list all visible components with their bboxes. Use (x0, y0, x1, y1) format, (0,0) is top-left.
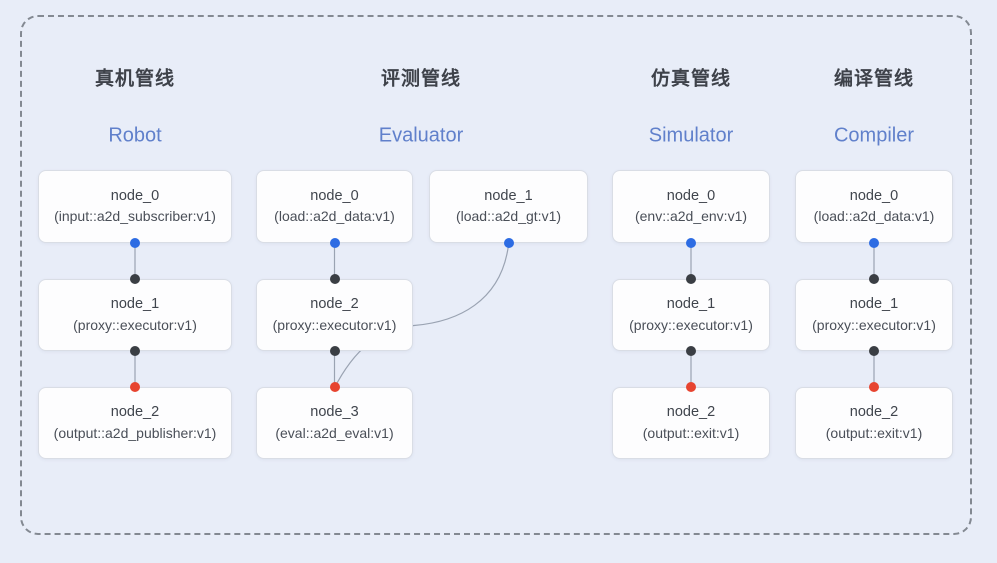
node-label: node_1 (849, 296, 899, 313)
node-detail: (output::a2d_publisher:v1) (53, 424, 217, 441)
node-label: node_3 (310, 404, 359, 421)
pipeline-title-en-simulator: Simulator (648, 124, 734, 147)
dashed-frame (20, 15, 972, 535)
node-label: node_0 (666, 187, 716, 204)
node-label: node_0 (310, 187, 359, 204)
port-blue-icon (869, 238, 879, 248)
port-black-icon (869, 274, 879, 284)
node-detail: (input::a2d_subscriber:v1) (54, 208, 216, 225)
pipeline-title-zh-simulator: 仿真管线 (650, 68, 732, 90)
node-box-evaluator-node_2: node_2(proxy::executor:v1) (256, 279, 413, 351)
port-black-icon (329, 274, 340, 284)
node-detail: (load::a2d_data:v1) (813, 208, 935, 225)
port-black-icon (686, 346, 696, 356)
node-box-simulator-node_1: node_1(proxy::executor:v1) (612, 279, 770, 351)
port-red-icon (130, 382, 140, 392)
port-black-icon (130, 274, 140, 284)
pipeline-title-zh-compiler: 编译管线 (833, 68, 915, 90)
pipeline-title-zh-robot: 真机管线 (94, 68, 176, 90)
node-label: node_1 (110, 296, 160, 313)
node-label: node_2 (310, 296, 359, 313)
node-box-compiler-node_1: node_1(proxy::executor:v1) (795, 279, 953, 351)
node-detail: (load::a2d_gt:v1) (455, 208, 562, 225)
node-box-simulator-node_0: node_0(env::a2d_env:v1) (612, 170, 770, 243)
node-box-evaluator-node_1: node_1(load::a2d_gt:v1) (429, 170, 588, 243)
node-box-evaluator-node_0: node_0(load::a2d_data:v1) (256, 170, 413, 243)
node-box-simulator-node_2: node_2(output::exit:v1) (612, 387, 770, 459)
node-label: node_2 (110, 404, 160, 421)
node-detail: (output::exit:v1) (642, 424, 740, 441)
node-detail: (eval::a2d_eval:v1) (275, 424, 394, 441)
port-red-icon (686, 382, 696, 392)
node-detail: (proxy::executor:v1) (629, 316, 753, 333)
port-blue-icon (503, 238, 514, 248)
node-box-compiler-node_2: node_2(output::exit:v1) (795, 387, 953, 459)
port-blue-icon (130, 238, 140, 248)
pipeline-title-en-robot: Robot (108, 124, 162, 147)
port-blue-icon (329, 238, 340, 248)
node-label: node_2 (849, 404, 899, 421)
node-label: node_0 (849, 187, 899, 204)
port-black-icon (869, 346, 879, 356)
port-red-icon (329, 382, 340, 392)
node-detail: (env::a2d_env:v1) (634, 208, 748, 225)
pipeline-title-en-compiler: Compiler (833, 124, 915, 147)
node-detail: (proxy::executor:v1) (73, 316, 197, 333)
port-black-icon (686, 274, 696, 284)
pipeline-title-zh-evaluator: 评测管线 (380, 68, 462, 90)
node-box-robot-node_0: node_0(input::a2d_subscriber:v1) (38, 170, 232, 243)
node-detail: (output::exit:v1) (825, 424, 923, 441)
port-blue-icon (686, 238, 696, 248)
pipeline-title-en-evaluator: Evaluator (378, 124, 464, 147)
node-detail: (proxy::executor:v1) (812, 316, 936, 333)
node-label: node_1 (484, 187, 533, 204)
node-detail: (proxy::executor:v1) (272, 316, 397, 333)
node-box-evaluator-node_3: node_3(eval::a2d_eval:v1) (256, 387, 413, 459)
node-box-compiler-node_0: node_0(load::a2d_data:v1) (795, 170, 953, 243)
node-label: node_1 (666, 296, 716, 313)
node-label: node_0 (110, 187, 160, 204)
port-black-icon (130, 346, 140, 356)
node-detail: (load::a2d_data:v1) (274, 208, 395, 225)
node-box-robot-node_1: node_1(proxy::executor:v1) (38, 279, 232, 351)
port-black-icon (329, 346, 340, 356)
port-red-icon (869, 382, 879, 392)
node-box-robot-node_2: node_2(output::a2d_publisher:v1) (38, 387, 232, 459)
node-label: node_2 (666, 404, 716, 421)
